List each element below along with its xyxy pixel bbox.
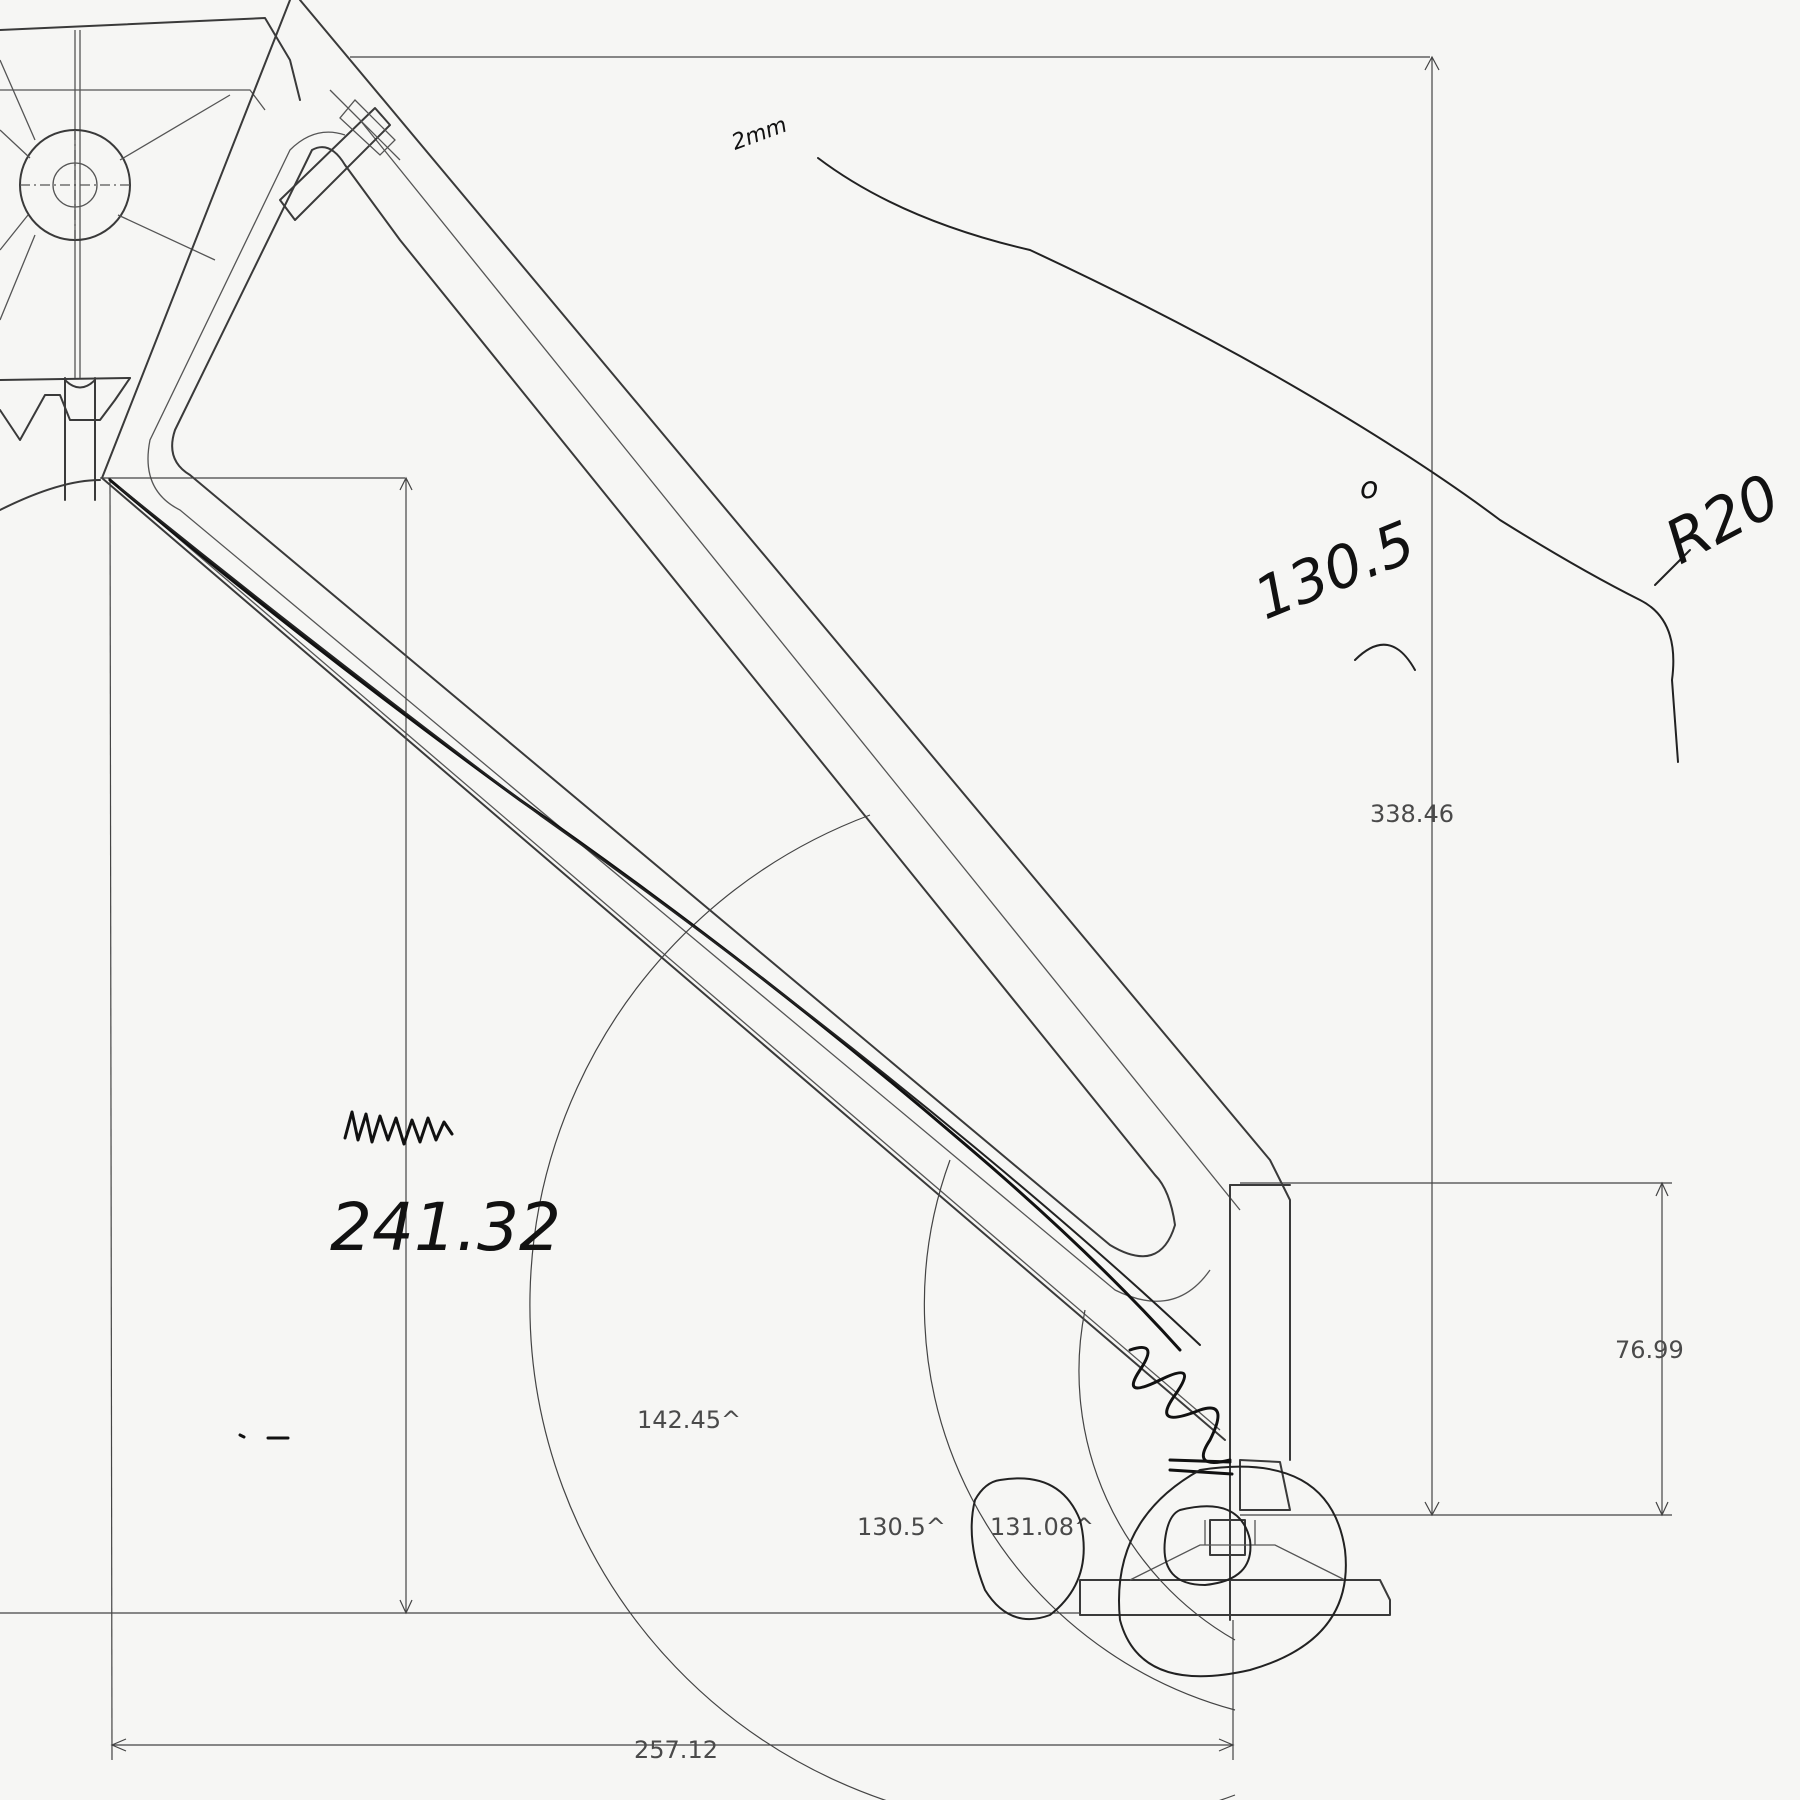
hub-assembly xyxy=(0,17,301,511)
hand-curve xyxy=(817,157,1679,763)
hand-coil xyxy=(1128,1346,1232,1464)
dimension-lines xyxy=(0,55,1672,1800)
hand-scribble xyxy=(343,1110,454,1146)
dim-angle-mid: 130.5^ xyxy=(857,1513,946,1541)
hand-degree-mark: o xyxy=(1360,471,1378,506)
hand-annotations xyxy=(108,157,1691,1678)
dim-height-foot: 76.99 xyxy=(1615,1336,1684,1364)
dim-angle-outer: 142.45^ xyxy=(637,1406,741,1434)
dimension-labels: 338.46 76.99 257.12 142.45^ 130.5^ 131.0… xyxy=(634,800,1684,1764)
foot-assembly xyxy=(1079,1184,1391,1621)
hand-height-note: 241.32 xyxy=(330,1189,561,1266)
arm-frame xyxy=(101,0,1291,1461)
dim-angle-inner: 131.08^ xyxy=(990,1513,1094,1541)
dim-height-total: 338.46 xyxy=(1370,800,1454,828)
dim-width-total: 257.12 xyxy=(634,1736,718,1764)
